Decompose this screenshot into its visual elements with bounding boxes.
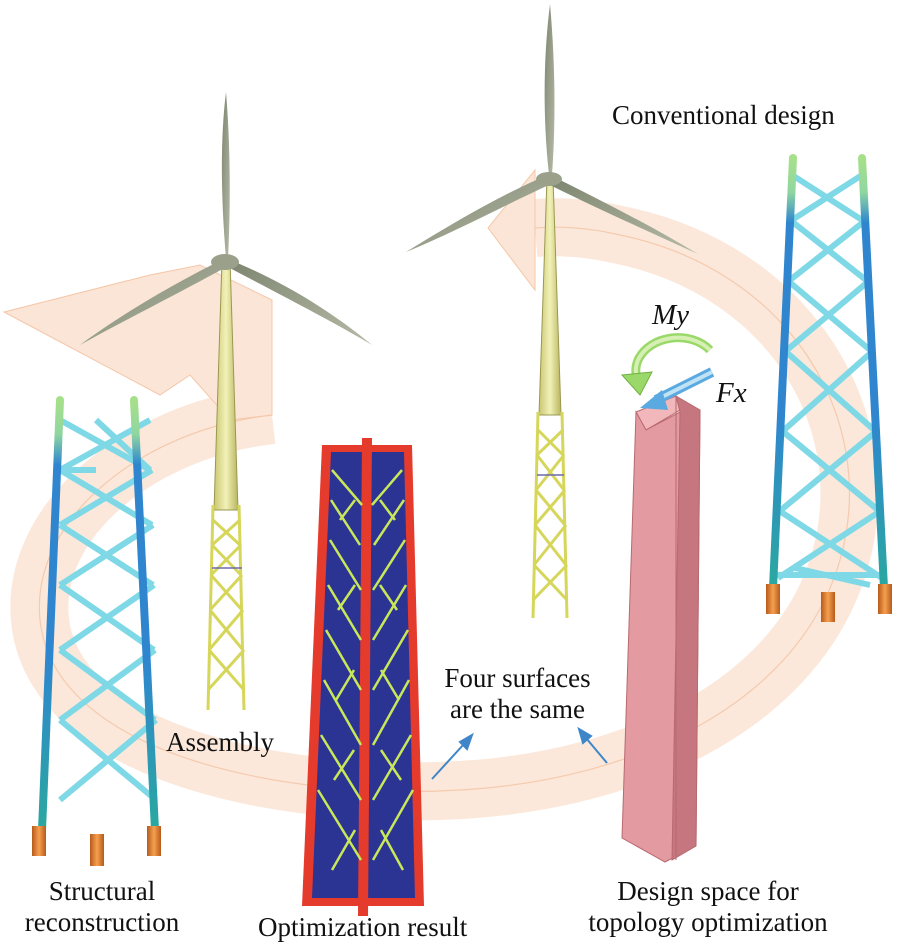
pile [32, 826, 46, 856]
pile [766, 584, 780, 614]
label-design-space-line1: Design space for [617, 876, 799, 906]
label-design-space: Design space for topology optimization [575, 876, 841, 938]
pointer-arrows [431, 726, 608, 780]
pile [147, 826, 161, 856]
blade [406, 175, 551, 252]
label-optimization-result: Optimization result [258, 912, 468, 942]
moment-arrow [620, 333, 714, 396]
blade [80, 258, 228, 345]
blade [544, 4, 555, 175]
label-assembly: Assembly [166, 727, 274, 757]
blade [226, 260, 372, 345]
nacelle [536, 172, 562, 186]
conventional-jacket [766, 146, 892, 622]
optimization-spine [358, 437, 372, 917]
cycle-arrow [2, 168, 879, 821]
cycle-arrowhead-left [2, 264, 273, 421]
label-structural-line2: reconstruction [24, 907, 180, 937]
design-space-block [621, 394, 701, 863]
label-design-space-line2: topology optimization [588, 907, 828, 937]
turbine-jacket [206, 504, 246, 711]
nacelle [211, 254, 239, 270]
label-structural-reconstruction: Structural reconstruction [4, 876, 200, 938]
label-moment-my: My [652, 299, 690, 331]
label-structural-line1: Structural [48, 876, 156, 906]
block-side [671, 394, 701, 861]
reconstructed-jacket [32, 390, 161, 866]
label-four-surfaces-line2: are the same [450, 694, 585, 724]
pile [821, 592, 835, 622]
pile [878, 584, 892, 614]
blade [548, 176, 698, 254]
optimization-result [302, 437, 424, 917]
pile [90, 834, 104, 866]
label-force-fx: Fx [716, 377, 747, 409]
turbine-jacket [531, 411, 569, 619]
force-arrow [640, 367, 715, 410]
label-four-surfaces: Four surfaces are the same [420, 663, 615, 725]
conventional-turbine [406, 4, 698, 619]
label-four-surfaces-line1: Four surfaces [444, 663, 591, 693]
blade [221, 92, 230, 258]
label-conventional-design: Conventional design [612, 100, 835, 130]
optimization-ribs [316, 469, 415, 871]
assembly-turbine [80, 92, 372, 711]
